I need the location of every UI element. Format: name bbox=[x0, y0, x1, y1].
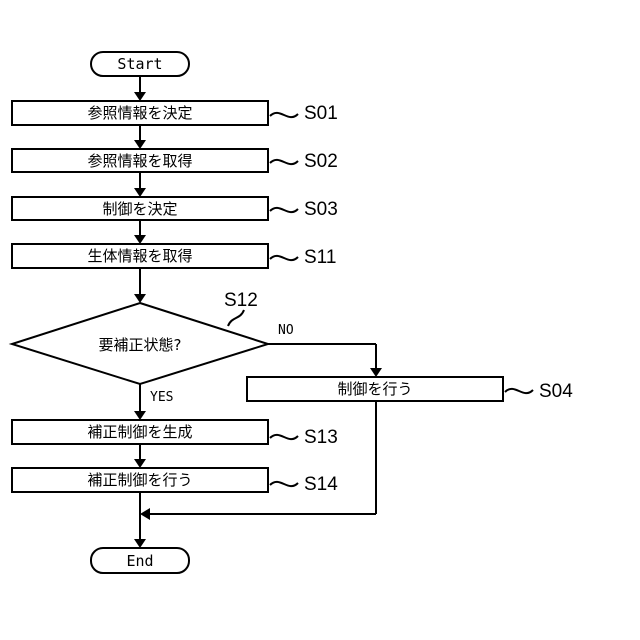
process-label: 生体情報を取得 bbox=[87, 247, 192, 265]
process-box-s04: 制御を行う bbox=[247, 377, 503, 401]
process-label: 参照情報を取得 bbox=[87, 152, 192, 170]
step-id-s11: S11 bbox=[304, 247, 336, 268]
process-box-s11: 生体情報を取得 bbox=[12, 244, 268, 268]
start-label: Start bbox=[117, 55, 162, 73]
process-label: 参照情報を決定 bbox=[87, 104, 192, 122]
step-id-s12: S12 bbox=[224, 290, 258, 311]
end-label: End bbox=[126, 552, 153, 570]
start-terminator: Start bbox=[91, 52, 189, 76]
step-id-s04: S04 bbox=[539, 381, 573, 402]
step-id-s01: S01 bbox=[304, 103, 338, 124]
step-id-s03: S03 bbox=[304, 199, 338, 220]
decision-diamond-s12: 要補正状態? bbox=[12, 303, 268, 384]
process-box-s01: 参照情報を決定 bbox=[12, 101, 268, 125]
step-id-leaders bbox=[228, 113, 533, 486]
no-label: NO bbox=[278, 323, 294, 338]
process-label: 補正制御を生成 bbox=[87, 423, 192, 441]
end-terminator: End bbox=[91, 548, 189, 573]
process-label: 補正制御を行う bbox=[87, 471, 192, 489]
decision-label: 要補正状態? bbox=[99, 336, 182, 354]
process-label: 制御を決定 bbox=[102, 200, 177, 218]
yes-label: YES bbox=[150, 390, 173, 405]
process-box-s02: 参照情報を取得 bbox=[12, 149, 268, 172]
process-box-s14: 補正制御を行う bbox=[12, 468, 268, 492]
step-id-s14: S14 bbox=[304, 474, 338, 495]
step-id-s13: S13 bbox=[304, 427, 338, 448]
process-box-s13: 補正制御を生成 bbox=[12, 420, 268, 444]
step-id-s02: S02 bbox=[304, 151, 338, 172]
process-label: 制御を行う bbox=[337, 380, 412, 398]
process-box-s03: 制御を決定 bbox=[12, 197, 268, 220]
